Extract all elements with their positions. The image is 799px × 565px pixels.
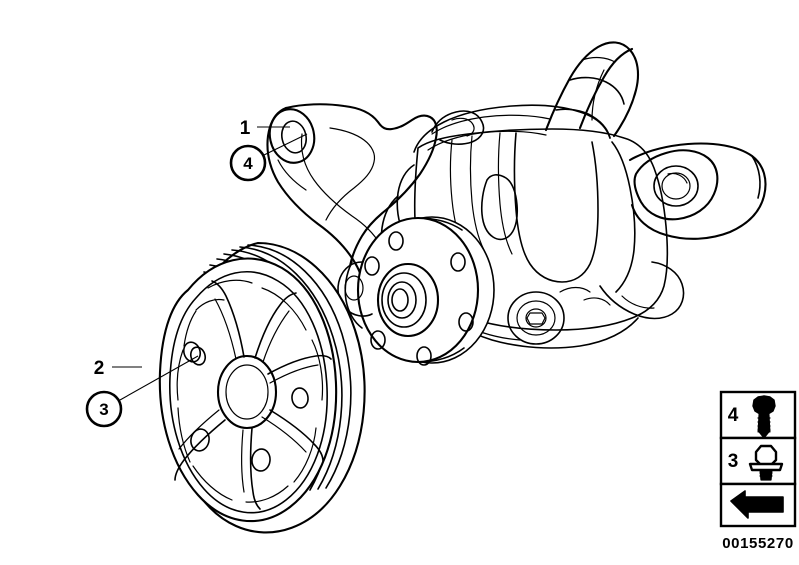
mounting-bracket-arm [266, 103, 438, 329]
legend-row-3-label: 3 [728, 451, 739, 472]
hex-flange-bolt-icon [748, 444, 784, 481]
callout-4-circle [229, 144, 267, 182]
callout-4-leader [263, 133, 308, 156]
callout-1-label: 1 [240, 118, 251, 139]
legend-box: 4 3 00155270 [719, 390, 797, 552]
arrow-pointer-icon [730, 490, 784, 519]
part-number: 00155270 [722, 535, 794, 552]
power-steering-pump-housing [380, 41, 767, 349]
callout-2-label: 2 [94, 358, 105, 379]
callout-3-leader [119, 355, 199, 401]
inlet-outlet-port-tube [544, 41, 640, 139]
callout-group: 1 4 2 3 [85, 118, 308, 428]
callout-3-label: 3 [99, 400, 108, 419]
callout-3-circle [85, 390, 123, 428]
bracket-bolt-boss [268, 108, 316, 164]
serpentine-pulley [158, 241, 366, 534]
legend-row-4-label: 4 [728, 405, 739, 426]
callout-4-label: 4 [243, 154, 253, 173]
lower-mounting-boss [507, 291, 565, 345]
pressure-valve-cylinder [628, 142, 767, 240]
splined-head-bolt-icon [752, 395, 776, 438]
pump-mounting-flange [337, 216, 495, 366]
